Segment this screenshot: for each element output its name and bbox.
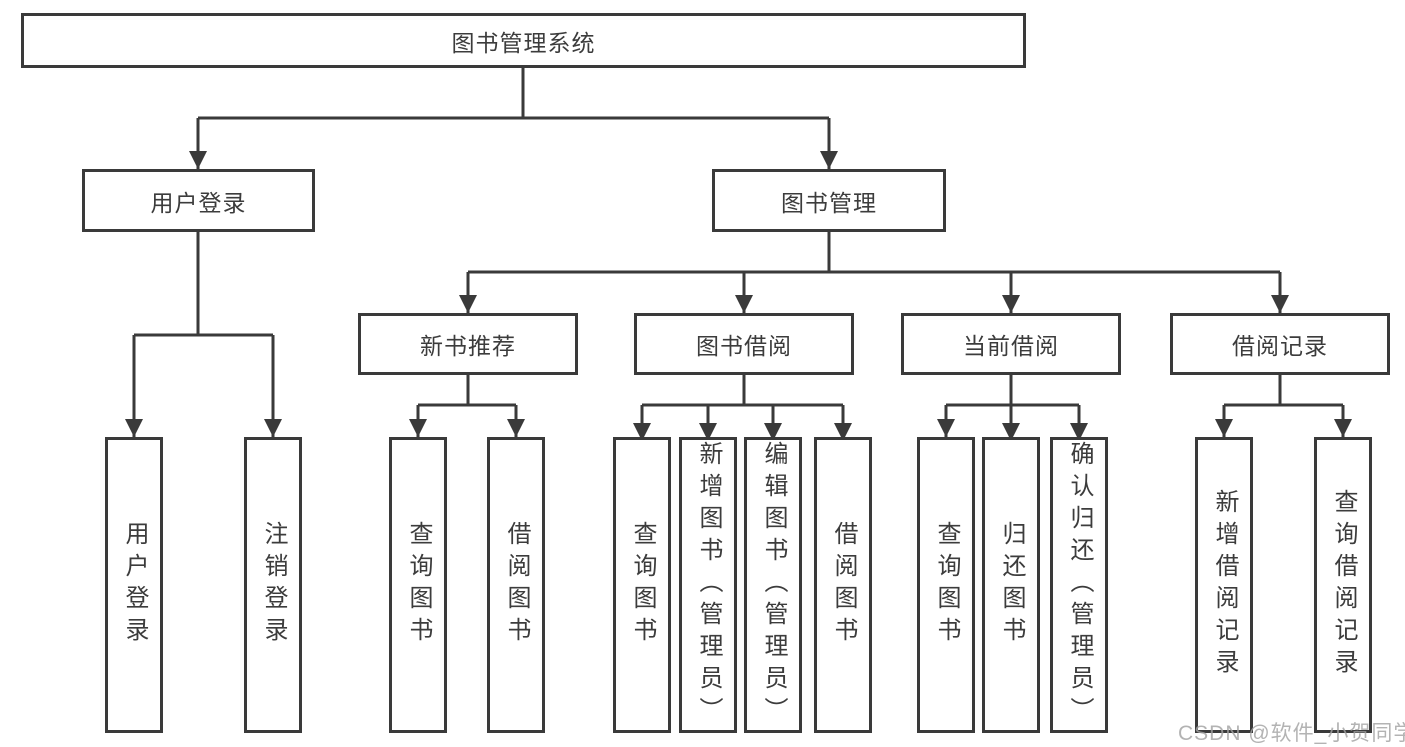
leaf-nb-query-book: 查询图书: [389, 437, 447, 733]
leaf-cb-query-book-label: 查询图书: [933, 521, 960, 649]
leaf-logout-label: 注销登录: [260, 521, 287, 649]
leaf-nb-query-book-label: 查询图书: [405, 521, 432, 649]
leaf-user-login-label: 用户登录: [121, 521, 148, 649]
leaf-nb-borrow-book: 借阅图书: [487, 437, 545, 733]
leaf-user-login: 用户登录: [105, 437, 163, 733]
leaf-bb-borrow-book-label: 借阅图书: [830, 521, 857, 649]
csdn-watermark: CSDN @软件_小贺同学: [1178, 722, 1405, 745]
leaf-nb-borrow-book-label: 借阅图书: [503, 521, 530, 649]
leaf-br-add-record-label: 新增借阅记录: [1211, 489, 1238, 681]
leaf-br-query-record-label: 查询借阅记录: [1330, 489, 1357, 681]
leaf-bb-add-book: 新增图书（管理员）: [679, 437, 737, 733]
leaf-bb-query-book: 查询图书: [613, 437, 671, 733]
leaf-bb-add-book-label: 新增图书（管理员）: [695, 441, 722, 729]
leaf-bb-query-book-label: 查询图书: [629, 521, 656, 649]
leaf-br-add-record: 新增借阅记录: [1195, 437, 1253, 733]
leaf-cb-confirm-return-label: 确认归还（管理员）: [1066, 441, 1093, 729]
leaf-cb-return-book: 归还图书: [982, 437, 1040, 733]
node-user-login: 用户登录: [82, 169, 315, 232]
node-book-management: 图书管理: [712, 169, 946, 232]
leaf-cb-confirm-return: 确认归还（管理员）: [1050, 437, 1108, 733]
node-library-system: 图书管理系统: [21, 13, 1026, 68]
node-current-borrow: 当前借阅: [901, 313, 1121, 375]
leaf-cb-query-book: 查询图书: [917, 437, 975, 733]
node-book-borrow: 图书借阅: [634, 313, 854, 375]
node-new-book-recommend: 新书推荐: [358, 313, 578, 375]
leaf-logout: 注销登录: [244, 437, 302, 733]
leaf-bb-edit-book: 编辑图书（管理员）: [744, 437, 802, 733]
leaf-bb-edit-book-label: 编辑图书（管理员）: [760, 441, 787, 729]
leaf-bb-borrow-book: 借阅图书: [814, 437, 872, 733]
leaf-cb-return-book-label: 归还图书: [998, 521, 1025, 649]
node-borrow-record: 借阅记录: [1170, 313, 1390, 375]
leaf-br-query-record: 查询借阅记录: [1314, 437, 1372, 733]
